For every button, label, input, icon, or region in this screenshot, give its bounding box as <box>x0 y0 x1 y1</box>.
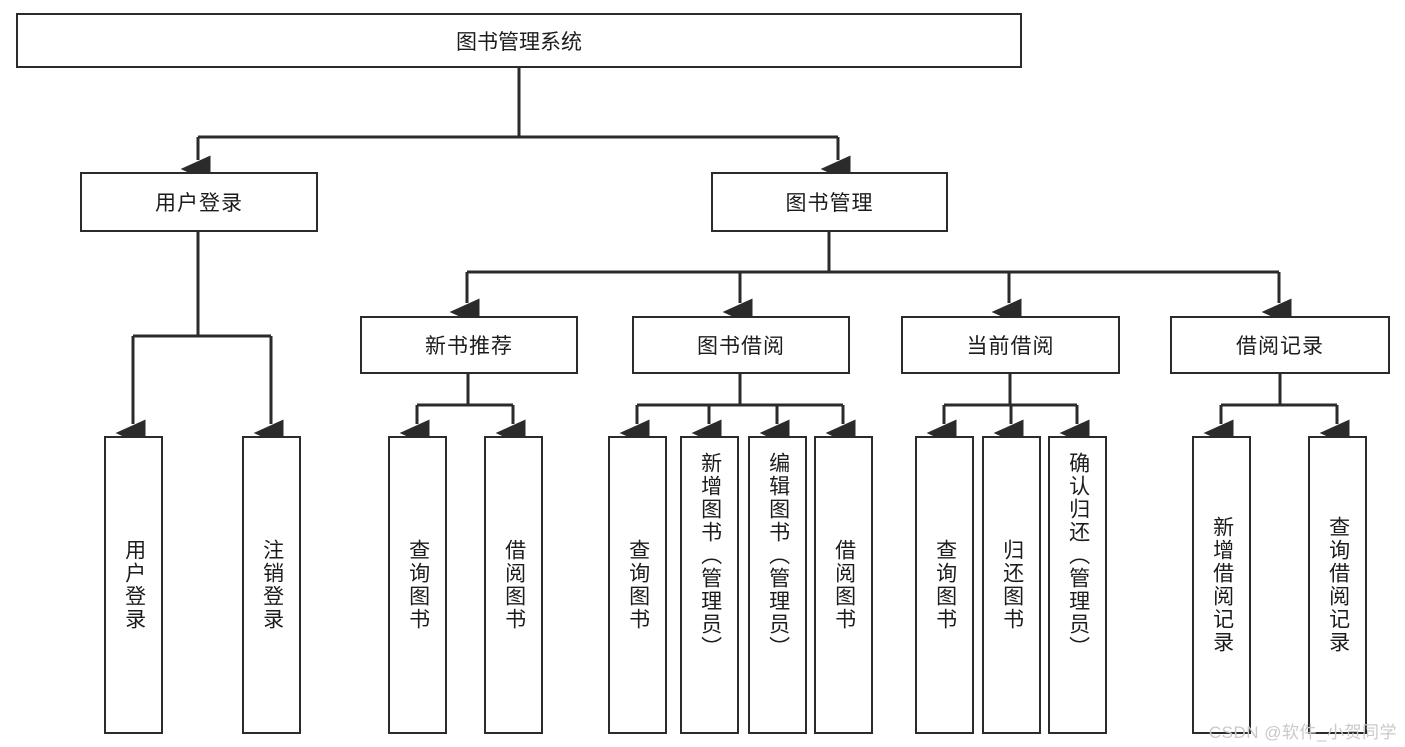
node-label: 借阅记录 <box>1236 335 1324 358</box>
leaf-borrow-book-recommend[interactable]: 借阅图书 <box>484 436 543 734</box>
leaf-query-book-recommend[interactable]: 查询图书 <box>388 436 447 734</box>
leaf-label: 新增图书（管理员） <box>698 452 722 659</box>
node-label: 用户登录 <box>155 192 243 215</box>
node-label: 新书推荐 <box>425 335 513 358</box>
leaf-edit-book-admin[interactable]: 编辑图书（管理员） <box>748 436 807 734</box>
leaf-label: 用户登录 <box>122 539 146 631</box>
node-user-login[interactable]: 用户登录 <box>80 172 318 232</box>
node-label: 图书借阅 <box>697 335 785 358</box>
node-book-borrow[interactable]: 图书借阅 <box>632 316 850 374</box>
leaf-label: 查询借阅记录 <box>1326 516 1350 654</box>
leaf-add-book-admin[interactable]: 新增图书（管理员） <box>680 436 739 734</box>
node-borrow-record[interactable]: 借阅记录 <box>1170 316 1390 374</box>
node-label: 图书管理 <box>785 192 874 215</box>
leaf-query-book-borrow[interactable]: 查询图书 <box>608 436 667 734</box>
leaf-label: 注销登录 <box>260 539 284 631</box>
watermark-text: CSDN @软件_小贺同学 <box>1208 723 1397 742</box>
leaf-label: 归还图书 <box>1000 539 1024 631</box>
leaf-user-logout[interactable]: 注销登录 <box>242 436 301 734</box>
leaf-add-borrow-record[interactable]: 新增借阅记录 <box>1192 436 1251 734</box>
node-current-borrow[interactable]: 当前借阅 <box>901 316 1120 374</box>
leaf-user-login[interactable]: 用户登录 <box>104 436 163 734</box>
node-root-library-system[interactable]: 图书管理系统 <box>16 13 1022 68</box>
leaf-query-borrow-record[interactable]: 查询借阅记录 <box>1308 436 1367 734</box>
node-book-management[interactable]: 图书管理 <box>711 172 948 232</box>
leaf-label: 借阅图书 <box>832 539 856 631</box>
leaf-borrow-book[interactable]: 借阅图书 <box>814 436 873 734</box>
leaf-label: 查询图书 <box>933 539 957 631</box>
node-new-book-recommend[interactable]: 新书推荐 <box>360 316 578 374</box>
leaf-label: 查询图书 <box>406 539 430 631</box>
leaf-label: 确认归还（管理员） <box>1066 452 1090 659</box>
leaf-confirm-return-admin[interactable]: 确认归还（管理员） <box>1048 436 1107 734</box>
node-label: 图书管理系统 <box>456 30 582 54</box>
node-label: 当前借阅 <box>966 335 1055 358</box>
leaf-return-book[interactable]: 归还图书 <box>982 436 1041 734</box>
leaf-label: 借阅图书 <box>502 539 526 631</box>
leaf-query-book-current[interactable]: 查询图书 <box>915 436 974 734</box>
leaf-label: 编辑图书（管理员） <box>766 452 790 659</box>
leaf-label: 查询图书 <box>626 539 650 631</box>
leaf-label: 新增借阅记录 <box>1210 516 1234 654</box>
